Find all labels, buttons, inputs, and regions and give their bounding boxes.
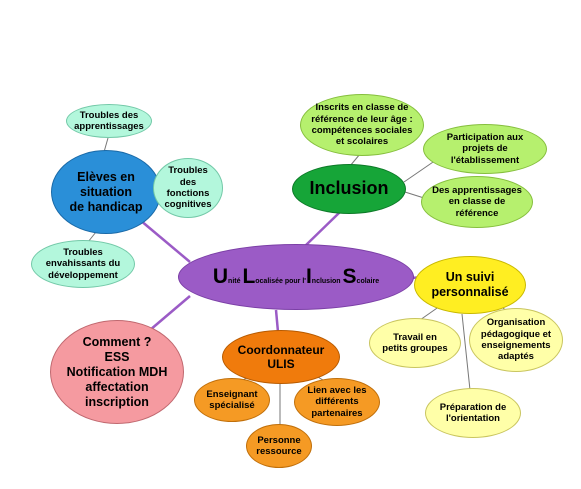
participation-line: Participation aux [446,131,524,143]
participation-line: projets de [462,143,508,155]
center-word-i: nclusion [311,278,343,286]
connector-center-comment [149,295,191,331]
coord-lien-node: Lien avec les différents partenaires [294,378,380,426]
enseignant-line: Enseignant [206,388,258,400]
coord-title-line: ULIS [267,357,295,371]
troubles-fonct-line: des [179,176,197,188]
organisation-line: Organisation [486,317,546,329]
suivi-preparation-node: Préparation de l'orientation [425,388,521,438]
troubles-fonct-line: fonctions [166,188,210,199]
organisation-line: adaptés [498,351,534,363]
handicap-node: Elèves en situation de handicap [51,150,161,234]
preparation-line: l'orientation [446,413,500,424]
handicap-title-line: Elèves en [77,169,135,184]
connector-center-inclusion [304,211,341,247]
organisation-line: pédagogique et [480,328,552,340]
inclusion-node: Inclusion [292,164,406,214]
troubles-fonct-line: cognitives [164,199,212,211]
comment-line: inscription [85,394,149,409]
participation-line: l'établissement [450,154,520,166]
center-ulis-node: Unité Localisée pour l'Inclusion Scolair… [178,244,414,310]
comment-line: affectation [85,379,149,394]
travail-line: Travail en [393,331,437,343]
troubles-envahissants-node: Troubles envahissants du développement [31,240,135,288]
connector-center-handicap [139,219,191,263]
connector-inclusion-participation [403,159,437,183]
center-word-s: colaire [356,278,380,286]
apprentissages-line: référence [455,207,499,219]
connector-handicap-app [103,137,109,153]
suivi-title-line: Un suivi [445,270,495,284]
troubles-app-line: Troubles des [79,109,139,121]
suivi-organisation-node: Organisation pédagogique et enseignement… [469,308,563,372]
inclusion-participation-node: Participation aux projets de l'établisse… [423,124,547,174]
apprentissages-line: en classe de [448,196,506,208]
connector-suivi-preparation [461,313,471,391]
lien-line: Lien avec les [307,384,367,396]
lien-line: différents [315,396,359,408]
coord-personne-node: Personne ressource [246,424,312,468]
inscrits-line: référence de leur âge : [311,113,413,125]
center-letter-i: I [305,265,312,289]
coordonnateur-node: Coordonnateur ULIS [222,330,340,384]
comment-line: Notification MDH [66,364,168,379]
troubles-fonctions-node: Troubles des fonctions cognitives [153,158,223,218]
troubles-env-line: envahissants du [45,258,121,270]
inscrits-line: et scolaires [335,136,389,148]
troubles-fonct-line: Troubles [168,165,208,177]
center-word-u: nité [228,278,243,286]
connector-center-coordonnateur [274,309,280,333]
inscrits-line: compétences sociales [311,125,413,136]
inscrits-line: Inscrits en classe de [315,102,409,114]
personne-line: ressource [256,446,302,457]
center-letter-s: S [342,265,357,289]
apprentissages-line: Des apprentissages [432,184,522,196]
inclusion-inscrits-node: Inscrits en classe de référence de leur … [300,94,424,156]
suivi-title-line: personnalisé [431,285,509,299]
troubles-apprentissages-node: Troubles des apprentissages [66,104,152,138]
suivi-travail-node: Travail en petits groupes [369,318,461,368]
troubles-env-line: développement [48,269,118,281]
enseignant-line: spécialisé [209,400,255,411]
center-word-l: ocalisée pour l' [255,278,306,286]
travail-line: petits groupes [382,343,448,354]
suivi-node: Un suivi personnalisé [414,256,526,314]
inclusion-title: Inclusion [309,178,389,199]
inclusion-apprentissages-node: Des apprentissages en classe de référenc… [421,176,533,228]
organisation-line: enseignements [481,340,551,351]
comment-line: ESS [104,349,130,364]
troubles-app-line: apprentissages [74,121,144,132]
center-letter-u: U [212,265,229,289]
comment-node: Comment ? ESS Notification MDH affectati… [50,320,184,424]
comment-line: Comment ? [82,334,152,349]
coord-title-line: Coordonnateur [237,342,325,357]
connector-inclusion-apprentissages [404,191,425,199]
handicap-title-line: situation [79,184,133,199]
center-letter-l: L [242,265,256,289]
handicap-title-line: de handicap [69,199,143,214]
personne-line: Personne [257,434,301,446]
lien-line: partenaires [311,407,363,419]
center-ulis-label: Unité Localisée pour l'Inclusion Scolair… [213,264,379,289]
preparation-line: Préparation de [439,401,507,413]
coord-enseignant-node: Enseignant spécialisé [194,378,270,422]
troubles-env-line: Troubles [63,246,103,258]
